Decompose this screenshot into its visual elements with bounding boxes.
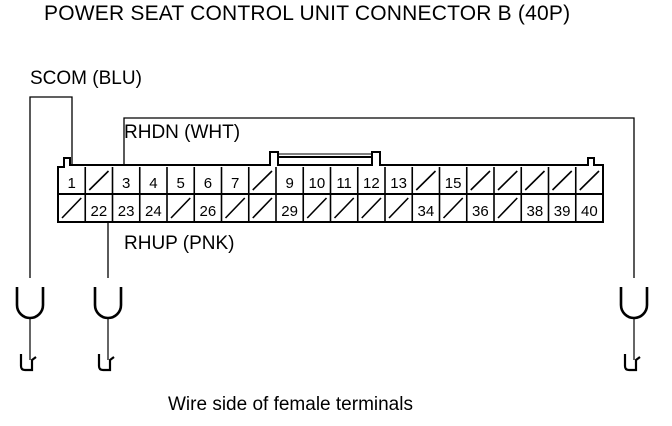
unused-terminal-mark [61, 197, 82, 219]
wire-label-scom: SCOM (BLU) [30, 68, 142, 89]
unused-terminal-mark [306, 197, 328, 219]
unused-terminal-mark [252, 197, 273, 219]
unused-terminal-mark [442, 197, 464, 219]
terminal-number: 38 [527, 203, 544, 220]
wire-rhdn [123, 117, 635, 278]
unused-terminal-mark [524, 170, 546, 191]
terminal-number: 24 [145, 203, 162, 220]
terminal-number: 12 [363, 175, 380, 192]
terminal-number: 36 [472, 203, 489, 220]
terminal-number: 4 [149, 175, 157, 192]
terminal-number: 39 [554, 203, 571, 220]
terminal-number: 23 [118, 203, 135, 220]
terminal-number: 7 [231, 175, 239, 192]
probe-left [15, 287, 45, 372]
unused-terminal-mark [88, 170, 110, 191]
terminal-number: 29 [281, 203, 298, 220]
unused-terminal-mark [170, 197, 191, 219]
terminal-number: 3 [122, 175, 130, 192]
terminal-number: 13 [390, 175, 407, 192]
unused-terminal-mark [333, 197, 355, 219]
unused-terminal-mark [252, 170, 273, 191]
connector-body [57, 151, 604, 223]
unused-terminal-mark [470, 170, 491, 191]
unused-terminal-mark [551, 170, 573, 191]
terminal-number: 6 [204, 175, 212, 192]
terminal-number: 40 [581, 203, 598, 220]
terminal-number: 34 [418, 203, 435, 220]
diagram-title: POWER SEAT CONTROL UNIT CONNECTOR B (40P… [44, 2, 571, 25]
probe-right [619, 287, 649, 372]
terminal-number: 22 [91, 203, 108, 220]
terminal-number: 9 [285, 175, 293, 192]
wire-label-rhdn: RHDN (WHT) [124, 122, 241, 143]
wire-label-rhup: RHUP (PNK) [124, 233, 235, 254]
terminal-number: 26 [200, 203, 217, 220]
terminal-number: 5 [176, 175, 184, 192]
terminal-number: 15 [445, 175, 462, 192]
unused-terminal-mark [224, 197, 246, 219]
wire-scom [29, 96, 73, 278]
unused-terminal-mark [361, 197, 382, 219]
terminal-number: 11 [336, 175, 352, 192]
probe-middle [93, 287, 123, 372]
unused-terminal-mark [415, 170, 437, 191]
unused-terminal-mark [388, 197, 409, 219]
terminal-number: 10 [309, 175, 326, 192]
unused-terminal-mark [497, 170, 518, 191]
unused-terminal-mark [497, 197, 518, 219]
diagram-caption: Wire side of female terminals [168, 394, 413, 415]
terminal-number: 1 [67, 175, 75, 192]
unused-terminal-mark [579, 170, 600, 191]
